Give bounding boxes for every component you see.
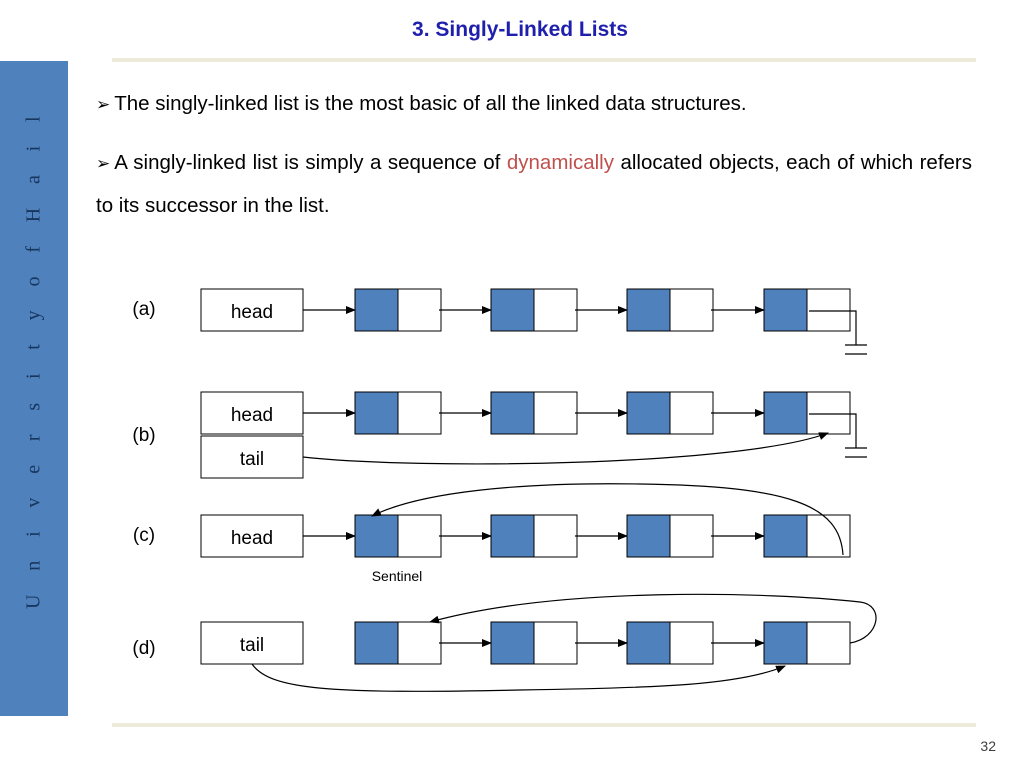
node-next-cell xyxy=(533,288,578,332)
row-label: (a) xyxy=(132,299,155,320)
node-data-cell xyxy=(490,621,535,665)
row-label: (d) xyxy=(132,638,155,659)
tail-pointer-link xyxy=(251,663,786,692)
sentinel-annotation: Sentinel xyxy=(372,568,423,584)
bullet-1-text: The singly-linked list is the most basic… xyxy=(114,92,747,115)
node-data-cell xyxy=(763,391,808,435)
bullet-2-text-before: A singly-linked list is simply a sequenc… xyxy=(114,151,507,174)
node-next-cell xyxy=(397,391,442,435)
node-next-cell xyxy=(533,514,578,558)
pointer-label: tail xyxy=(240,635,264,656)
node-next-cell xyxy=(806,391,851,435)
pointer-box xyxy=(200,514,304,558)
node-next-cell xyxy=(806,514,851,558)
node-next-cell xyxy=(397,288,442,332)
bullet-2-text-after: allocated objects, each of which refers … xyxy=(96,151,972,217)
node-data-cell xyxy=(490,514,535,558)
node-next-cell xyxy=(669,288,714,332)
node-next-cell xyxy=(533,391,578,435)
pointer-box xyxy=(200,621,304,665)
node-next-cell xyxy=(533,621,578,665)
page-number: 32 xyxy=(980,738,996,754)
pointer-label: head xyxy=(231,405,273,426)
node-next-cell xyxy=(806,288,851,332)
circular-loop-link xyxy=(429,593,877,644)
row-label: (b) xyxy=(132,425,155,446)
node-data-cell xyxy=(763,514,808,558)
node-data-cell xyxy=(626,391,671,435)
tail-pointer-link xyxy=(302,432,829,465)
page-title: 3. Singly-Linked Lists xyxy=(412,18,628,41)
node-data-cell xyxy=(490,288,535,332)
row-label: (c) xyxy=(133,525,155,546)
arrow-bullet-icon: ➢ xyxy=(96,154,111,173)
node-next-cell xyxy=(397,514,442,558)
bullet-2: ➢A singly-linked list is simply a sequen… xyxy=(96,142,972,227)
node-next-cell xyxy=(669,514,714,558)
node-data-cell xyxy=(763,288,808,332)
node-data-cell xyxy=(763,621,808,665)
title-divider xyxy=(112,58,976,62)
footer-divider xyxy=(112,723,976,727)
null-pointer-line xyxy=(809,413,857,448)
node-data-cell xyxy=(626,288,671,332)
node-next-cell xyxy=(669,621,714,665)
node-data-cell xyxy=(490,391,535,435)
arrow-bullet-icon: ➢ xyxy=(96,95,111,114)
pointer-label: head xyxy=(231,528,273,549)
node-next-cell xyxy=(669,391,714,435)
side-bar xyxy=(0,61,68,716)
bullet-1: ➢The singly-linked list is the most basi… xyxy=(96,83,972,126)
bullet-2-highlight: dynamically xyxy=(506,151,614,174)
pointer-label: tail xyxy=(240,449,264,470)
null-pointer-line xyxy=(809,310,857,345)
node-data-cell xyxy=(626,621,671,665)
node-data-cell xyxy=(626,514,671,558)
pointer-label: head xyxy=(231,302,273,323)
node-data-cell xyxy=(354,288,399,332)
sentinel-loop-link xyxy=(371,483,844,556)
node-data-cell xyxy=(354,391,399,435)
node-next-cell xyxy=(806,621,851,665)
node-data-cell xyxy=(354,514,399,558)
node-data-cell xyxy=(354,621,399,665)
diagram-links xyxy=(251,306,877,692)
node-next-cell xyxy=(397,621,442,665)
